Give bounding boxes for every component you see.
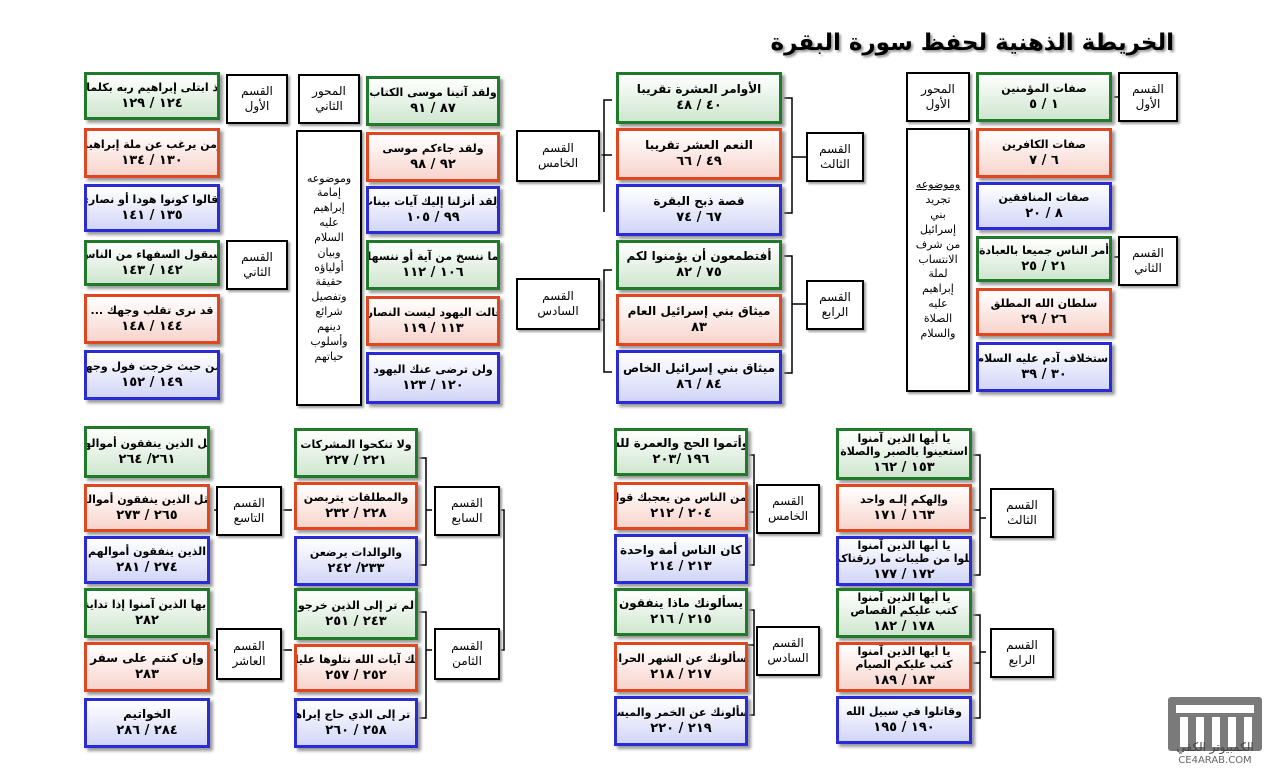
bottom-section-label-8: القسم الثامن (434, 628, 500, 680)
bottom-section-label-4: القسم الرابع (990, 628, 1054, 678)
axis2-section-label-2: القسم الثاني (226, 240, 288, 290)
bottom-section-label-3: القسم الثالث (990, 488, 1054, 538)
topic-box: وإذ ابتلى إبراهيم ربه بكلمات١٢٤ / ١٢٩ (84, 72, 220, 120)
topic-box: ومن حيث خرجت فول وجهك١٤٩ / ١٥٢ (84, 350, 220, 400)
section-label-5: القسم الخامس (516, 130, 600, 182)
page-title: الخريطة الذهنية لحفظ سورة البقرة (770, 30, 1175, 56)
axis-2-description: وموضوعه إمامة إبراهيم عليه السلام وبيان … (296, 130, 362, 406)
bottom-section-label-7: القسم السابع (434, 486, 500, 536)
logo-arabic-text: الكمبيوتر الكفي (1176, 740, 1254, 754)
axis-label-2: المحور الثاني (298, 74, 360, 124)
topic-box: ألم تر إلى الذي حاج إبراهيم٢٥٨ / ٢٦٠ (294, 698, 418, 748)
description-body: تجريد بني إسرائيل من شرف الانتساب لملة إ… (915, 193, 961, 340)
axis2-section-label-1: القسم الأول (226, 74, 288, 124)
section-label-4: القسم الرابع (806, 280, 864, 330)
topic-box: قد نرى تقلب وجهك ...١٤٤ / ١٤٨ (84, 294, 220, 344)
topic-box: يا أيها الذين آمنوا إذا تداينتم٢٨٢ (84, 588, 210, 638)
bottom-section-label-5: القسم الخامس (756, 484, 820, 534)
topic-box: وقالت اليهود ليست النصارى١١٣ / ١١٩ (366, 296, 500, 346)
topic-box: مثل الذين ينفقون أموالهم٢٦١/ ٢٦٤ (84, 426, 210, 478)
bottom-section-label-6: القسم السادس (756, 626, 820, 676)
axis-label-1: المحور الأول (906, 72, 970, 122)
section-label-3: القسم الثالث (806, 132, 864, 182)
bottom-section-label-9: القسم التاسع (216, 486, 282, 536)
logo-site-text: CE4ARAB.COM (1178, 755, 1252, 766)
section-label-2: القسم الثاني (1118, 236, 1178, 286)
section-label-1: القسم الأول (1118, 72, 1178, 122)
site-logo-icon (1168, 697, 1262, 751)
bottom-section-label-10: القسم العاشر (216, 628, 282, 680)
description-heading: وموضوعه (915, 178, 961, 192)
topic-box: ومثل الذين ينفقون أموالهم٢٦٥ / ٢٧٣ (84, 484, 210, 532)
section-label-6: القسم السادس (516, 278, 600, 330)
